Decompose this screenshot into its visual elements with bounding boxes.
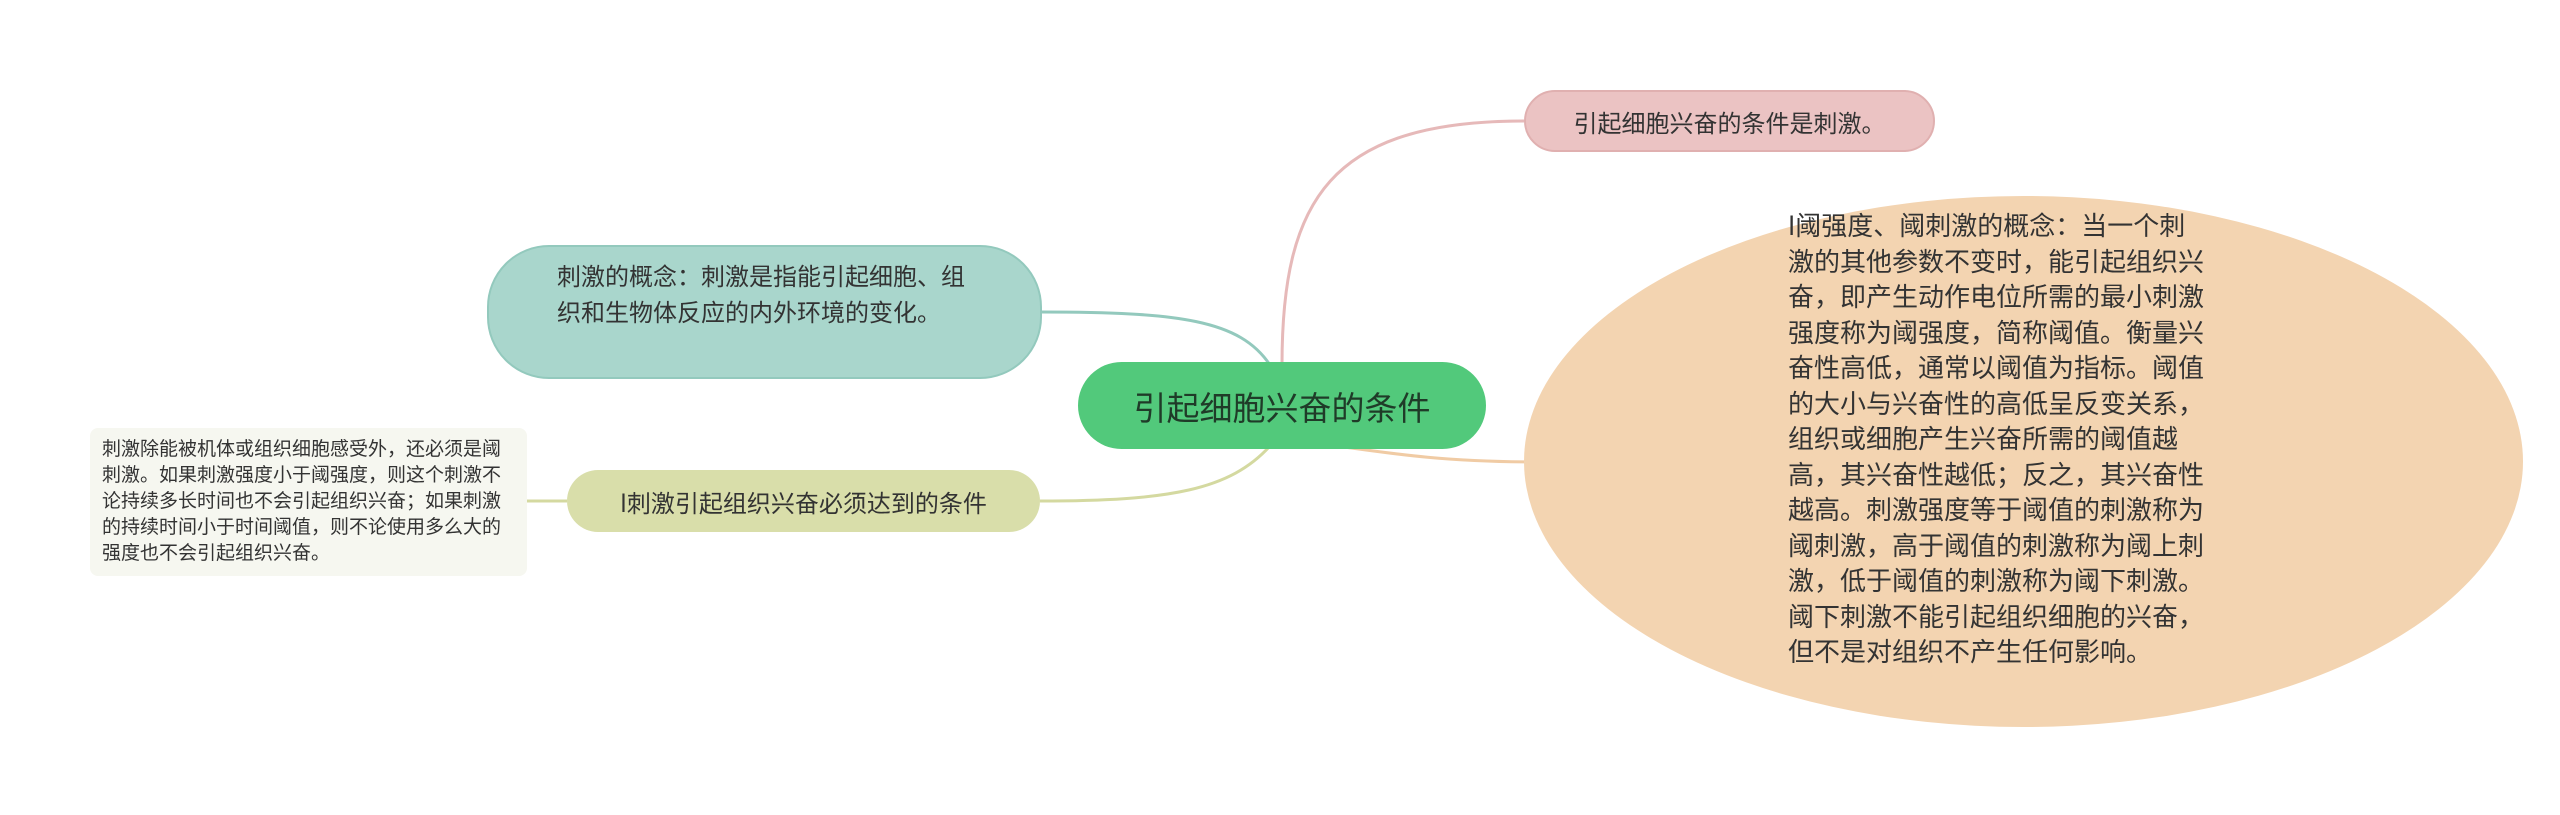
node-label: 引起细胞兴奋的条件是刺激。 [1573,109,1886,138]
node-required-condition[interactable]: l刺激引起组织兴奋必须达到的条件 [567,470,1040,532]
node-label: l阈强度、阈刺激的概念：当一个刺激的其他参数不变时，能引起组织兴奋，即产生动作电… [1788,212,2205,668]
node-stimulus-condition[interactable]: 引起细胞兴奋的条件是刺激。 [1524,90,1935,152]
node-stimulus-definition[interactable]: 刺激的概念：刺激是指能引起细胞、组织和生物体反应的内外环境的变化。 [487,245,1042,379]
node-label: l刺激引起组织兴奋必须达到的条件 [620,489,987,518]
node-label: 刺激的概念：刺激是指能引起细胞、组织和生物体反应的内外环境的变化。 [557,263,965,327]
root-node[interactable]: 引起细胞兴奋的条件 [1078,362,1486,449]
connector-condition [1039,444,1272,503]
note-text: 刺激除能被机体或组织细胞感受外，还必须是阈刺激。如果刺激强度小于阈强度，则这个刺… [102,438,502,564]
connector-definition [1039,310,1272,366]
root-label: 引起细胞兴奋的条件 [1133,388,1431,428]
node-threshold-concept[interactable]: l阈强度、阈刺激的概念：当一个刺激的其他参数不变时，能引起组织兴奋，即产生动作电… [1524,196,2523,727]
connector-top [1280,119,1525,366]
note-box[interactable]: 刺激除能被机体或组织细胞感受外，还必须是阈刺激。如果刺激强度小于阈强度，则这个刺… [90,428,527,576]
